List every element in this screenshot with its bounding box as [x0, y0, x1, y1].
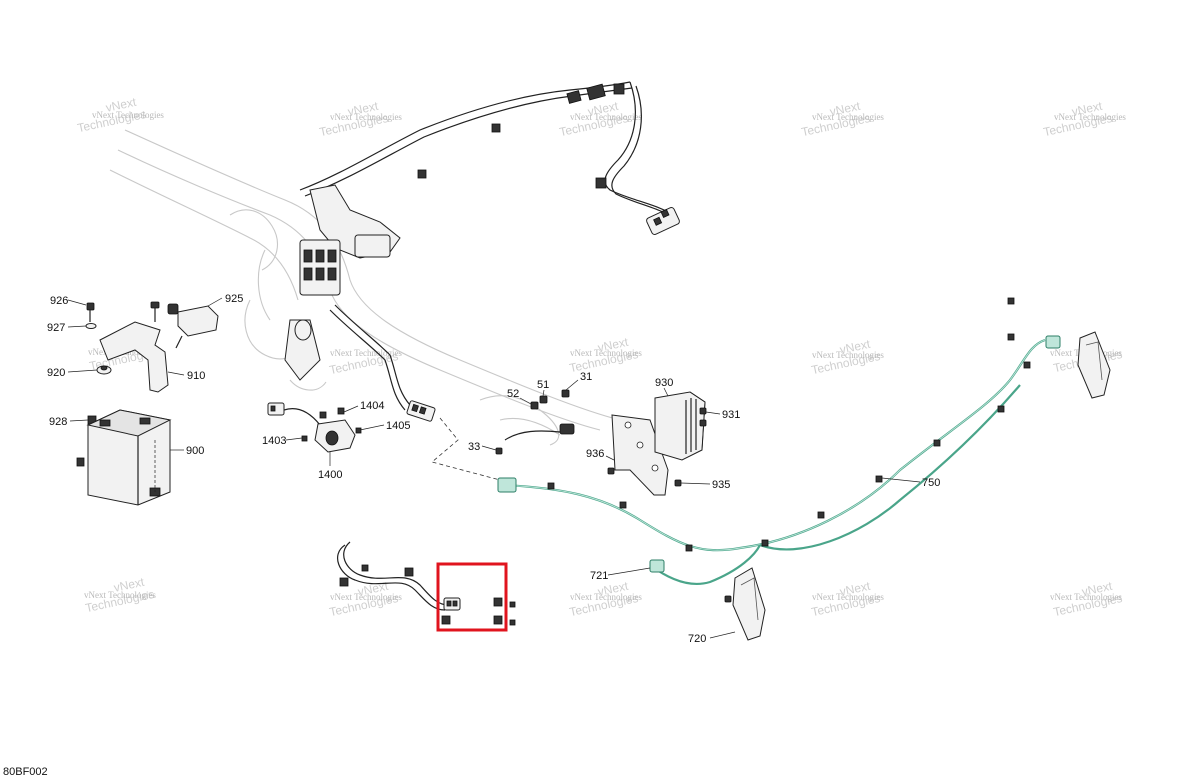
callout-920: 920: [47, 367, 65, 379]
callout-925: 925: [225, 293, 243, 305]
callout-750: 750: [922, 477, 940, 489]
battery-group: [76, 301, 219, 506]
callout-33: 33: [468, 441, 480, 453]
watermark-line1: vNext: [586, 99, 620, 119]
watermark-line1: vNext: [838, 337, 872, 357]
callout-31: 31: [580, 371, 592, 383]
watermarks: vNext Technologies vNext Technologies vN…: [76, 95, 1126, 620]
callout-935: 935: [712, 479, 730, 491]
relay-925: [167, 303, 219, 349]
watermark-inline: vNext Technologies: [1054, 112, 1126, 122]
callout-900: 900: [186, 445, 204, 457]
watermark-line1: vNext: [1070, 99, 1104, 119]
nut-920: [96, 365, 112, 375]
highlight-box: [436, 562, 508, 632]
watermark-line1: vNext: [596, 335, 630, 355]
watermark-inline: vNext Technologies: [570, 592, 642, 602]
callout-720: 720: [688, 633, 706, 645]
watermark-inline: vNext Technologies: [570, 112, 642, 122]
callout-926: 926: [50, 295, 68, 307]
callout-1403: 1403: [262, 435, 286, 447]
callout-721: 721: [590, 570, 608, 582]
tail-light-720: [724, 567, 766, 641]
washer-927: [85, 323, 97, 329]
electronic-module-930: [654, 391, 706, 461]
callout-936: 936: [586, 448, 604, 460]
watermark-line1: vNext: [596, 579, 630, 599]
callout-51: 51: [537, 379, 549, 391]
callout-1400: 1400: [318, 469, 342, 481]
battery-900: [76, 409, 172, 506]
watermark-inline: vNext Technologies: [330, 348, 402, 358]
callout-1405: 1405: [386, 420, 410, 432]
callout-931: 931: [722, 409, 740, 421]
mounting-bracket: [611, 414, 669, 496]
watermark-inline: vNext Technologies: [812, 592, 884, 602]
watermark-inline: vNext Technologies: [1050, 592, 1122, 602]
leader-lines: [67, 297, 921, 639]
bolt-926: [86, 302, 95, 322]
callout-928: 928: [49, 416, 67, 428]
diagram-code: 80BF002: [3, 766, 48, 778]
fasteners-center: [495, 389, 575, 455]
module-fins: [685, 398, 697, 454]
watermark-line1: vNext: [838, 579, 872, 599]
watermark-line1: vNext: [828, 99, 862, 119]
watermark-line1: vNext: [1080, 579, 1114, 599]
callout-labels: 926 925 927 920 910 928 900 1404 1403 14…: [47, 293, 940, 645]
callout-52: 52: [507, 388, 519, 400]
watermark-line1: vNext: [112, 575, 146, 595]
lower-harness: [337, 541, 516, 626]
watermark-inline: vNext Technologies: [330, 112, 402, 122]
tail-light-right: [1077, 331, 1111, 399]
watermark-inline: vNext Technologies: [812, 112, 884, 122]
callout-910: 910: [187, 370, 205, 382]
watermark-inline: vNext Technologies: [84, 590, 156, 600]
callout-930: 930: [655, 377, 673, 389]
module-group-930: [607, 391, 707, 496]
main-wiring-harness: [284, 81, 680, 481]
battery-bracket-910: [99, 321, 169, 393]
watermark-inline: vNext Technologies: [812, 350, 884, 360]
watermark-line1: vNext: [104, 95, 138, 115]
callout-1404: 1404: [360, 400, 384, 412]
watermark-inline: vNext Technologies: [570, 348, 642, 358]
callout-927: 927: [47, 322, 65, 334]
solenoid-group-1400: [267, 402, 362, 453]
rear-light-harness-750: [497, 297, 1061, 586]
watermark-inline: vNext Technologies: [92, 110, 164, 120]
watermark-line1: vNext: [346, 99, 380, 119]
watermark-inline: vNext Technologies: [330, 592, 402, 602]
